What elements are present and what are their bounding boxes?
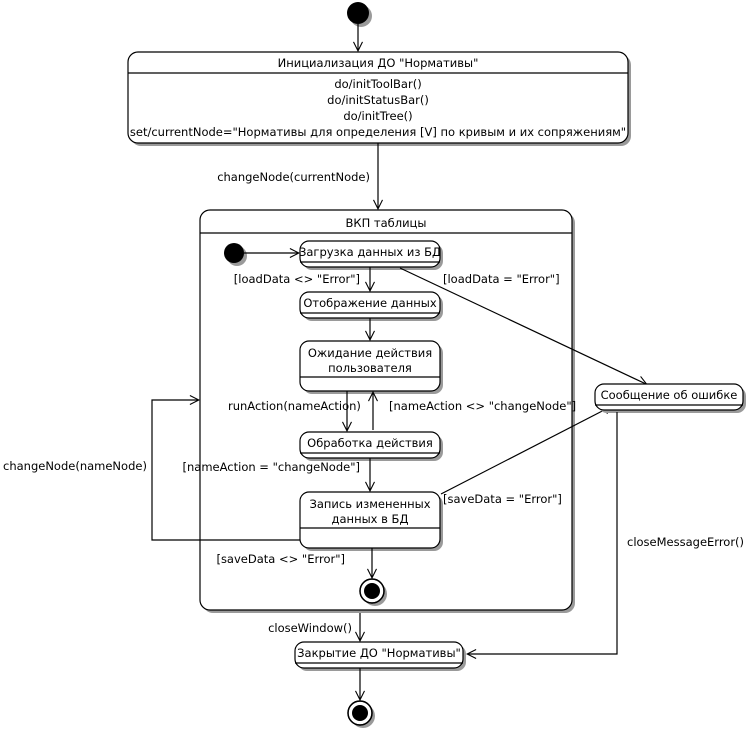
- state-initialization-title: Инициализация ДО "Нормативы": [278, 56, 479, 70]
- transition-label-save-error: [saveData = "Error"]: [443, 492, 562, 506]
- transition-close-window: closeWindow(): [268, 613, 360, 640]
- transition-label-run-action: runAction(nameAction): [228, 399, 361, 413]
- transition-label-name-action-neq: [nameAction <> "changeNode"]: [389, 399, 576, 413]
- transition-label-close-message-error: closeMessageError(): [627, 535, 744, 549]
- transition-save-error: [saveData = "Error"]: [440, 406, 612, 506]
- state-save-data-title-line2: данных в БД: [332, 512, 409, 526]
- state-close-document[interactable]: Закрытие ДО "Нормативы": [294, 641, 466, 671]
- state-process-action-title: Обработка действия: [307, 436, 433, 450]
- state-save-data-title-line1: Запись измененных: [309, 497, 430, 511]
- state-save-data[interactable]: Запись измененных данных в БД: [299, 491, 443, 551]
- transition-label-change-node-current: changeNode(currentNode): [217, 170, 370, 184]
- state-show-data-title: Отображение данных: [303, 296, 437, 310]
- transition-load-ok: [loadData <> "Error"]: [234, 267, 370, 290]
- composite-state-title: ВКП таблицы: [346, 216, 427, 230]
- transition-load-error: [loadData = "Error"]: [399, 267, 646, 384]
- transition-change-node-current: changeNode(currentNode): [217, 143, 378, 208]
- state-initialization-action-1: do/initStatusBar(): [327, 93, 429, 107]
- state-load-data-title: Загрузка данных из БД: [299, 245, 441, 259]
- state-wait-user-action[interactable]: Ожидание действия пользователя: [299, 340, 443, 394]
- transition-label-save-ok: [saveData <> "Error"]: [216, 552, 345, 566]
- transition-change-node-name: changeNode(nameNode): [3, 400, 300, 541]
- transition-label-load-ok: [loadData <> "Error"]: [234, 272, 360, 286]
- state-initialization[interactable]: Инициализация ДО "Нормативы" do/initTool…: [127, 51, 631, 146]
- transition-label-close-window: closeWindow(): [268, 621, 352, 635]
- state-load-data[interactable]: Загрузка данных из БД: [299, 240, 443, 270]
- state-process-action[interactable]: Обработка действия: [299, 431, 443, 461]
- state-close-document-title: Закрытие ДО "Нормативы": [297, 646, 461, 660]
- transition-label-load-error: [loadData = "Error"]: [443, 272, 560, 286]
- transition-label-name-action-eq: [nameAction = "changeNode"]: [183, 460, 360, 474]
- transition-label-change-node-name: changeNode(nameNode): [3, 459, 147, 473]
- state-error-message-title: Сообщение об ошибке: [601, 388, 738, 402]
- state-error-message[interactable]: Сообщение об ошибке: [594, 383, 746, 413]
- state-wait-user-action-title-line2: пользователя: [328, 361, 412, 375]
- transition-name-action-eq: [nameAction = "changeNode"]: [183, 458, 370, 490]
- initial-node-start: [347, 2, 372, 27]
- composite-state-vkp-table[interactable]: ВКП таблицы: [199, 209, 575, 613]
- state-initialization-action-3: set/currentNode="Нормативы для определен…: [130, 125, 626, 139]
- state-wait-user-action-title-line1: Ожидание действия: [308, 346, 432, 360]
- transition-save-ok: [saveData <> "Error"]: [216, 548, 372, 577]
- transition-close-message-error: closeMessageError(): [468, 412, 744, 654]
- transition-run-action: runAction(nameAction): [228, 391, 361, 430]
- initial-node-inner: [224, 243, 247, 266]
- state-initialization-action-2: do/initTree(): [343, 109, 412, 123]
- state-initialization-action-0: do/initToolBar(): [334, 77, 421, 91]
- final-node-inner: [359, 578, 387, 606]
- transition-name-action-neq: [nameAction <> "changeNode"]: [373, 393, 576, 430]
- state-show-data[interactable]: Отображение данных: [299, 291, 443, 321]
- final-node: [347, 700, 375, 728]
